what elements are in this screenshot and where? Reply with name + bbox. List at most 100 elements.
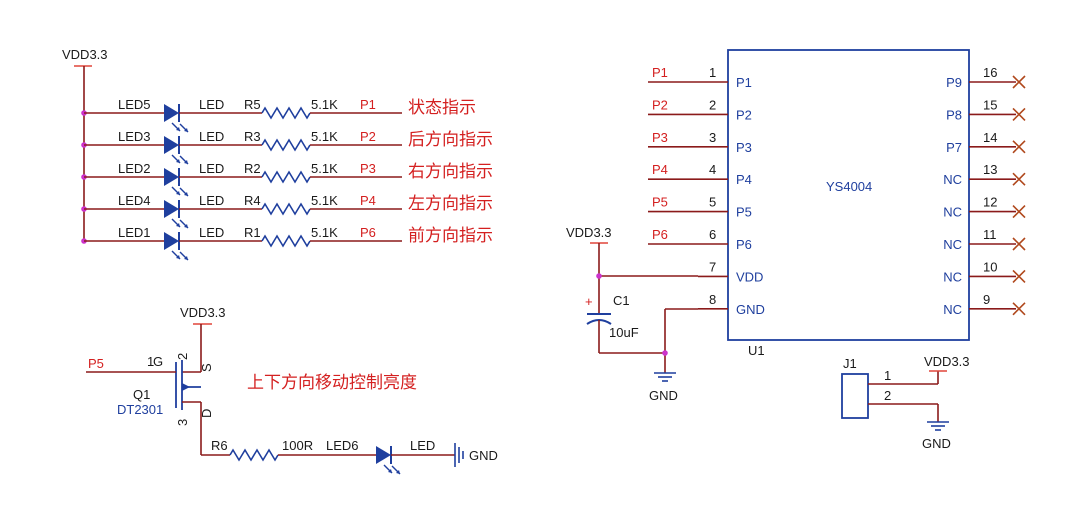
indicator-description: 后方向指示 [408, 130, 493, 150]
resistor-icon [261, 171, 311, 183]
net-label: P1 [360, 97, 376, 112]
led-type: LED [199, 225, 224, 240]
pin-number: 5 [709, 195, 716, 210]
led-icon [163, 167, 189, 197]
pin-number: 16 [983, 65, 997, 80]
led-type: LED [199, 193, 224, 208]
net-label: P1 [652, 65, 668, 80]
pin-label: P9 [946, 75, 962, 90]
source-pin-label: S [199, 363, 214, 372]
r6-ref: R6 [211, 438, 228, 453]
pin-label: NC [943, 205, 962, 220]
pin-label: P2 [736, 107, 752, 122]
pin-number: 9 [983, 292, 990, 307]
mosfet-section: VDD3.3 P5 1 G 2 S 3 D Q1 DT2301 上下方向移动控制… [86, 305, 498, 475]
drain-pin-num: 3 [175, 419, 190, 426]
pin-label: P1 [736, 75, 752, 90]
led-ref: LED2 [118, 161, 151, 176]
resistor-value: 5.1K [311, 161, 338, 176]
pin-number: 10 [983, 259, 997, 274]
gate-net-label: P5 [88, 356, 104, 371]
r6-value: 100R [282, 438, 313, 453]
c1-ref: C1 [613, 293, 630, 308]
net-label: P6 [652, 227, 668, 242]
j1-connector [841, 373, 869, 419]
chip-gnd-icon [653, 372, 677, 382]
resistor-value: 5.1K [311, 129, 338, 144]
led-type: LED [199, 97, 224, 112]
net-label: P2 [652, 97, 668, 112]
led-icon [163, 135, 189, 165]
resistor-icon [261, 235, 311, 247]
led-type: LED [199, 161, 224, 176]
pin-label: VDD [736, 269, 763, 284]
net-label: P4 [360, 193, 376, 208]
r6-resistor-icon [229, 449, 279, 461]
led-ref: LED4 [118, 193, 151, 208]
pin-label: GND [736, 302, 765, 317]
net-label: P3 [652, 130, 668, 145]
ys4004-chip-body [727, 49, 970, 341]
pin-number: 13 [983, 162, 997, 177]
gate-pin-label: G [153, 354, 163, 369]
net-label: P2 [360, 129, 376, 144]
resistor-icon [261, 107, 311, 119]
led-ref: LED1 [118, 225, 151, 240]
led-icon [163, 103, 189, 133]
j1-vdd-label: VDD3.3 [924, 354, 970, 369]
pin-number: 14 [983, 130, 997, 145]
chip-gnd-label: GND [649, 388, 678, 403]
junction-dot [662, 350, 668, 356]
resistor-value: 5.1K [311, 193, 338, 208]
j1-pin1: 1 [884, 368, 891, 383]
c1-value: 10uF [609, 325, 639, 340]
j1-gnd-label: GND [922, 436, 951, 451]
pin-label: NC [943, 172, 962, 187]
resistor-value: 5.1K [311, 97, 338, 112]
pin-label: NC [943, 302, 962, 317]
led-ref: LED5 [118, 97, 151, 112]
pin-number: 4 [709, 162, 716, 177]
led-icon [163, 231, 189, 261]
chip-pin-right: 9NC [943, 292, 1026, 317]
led-ref: LED3 [118, 129, 151, 144]
net-label: P3 [360, 161, 376, 176]
pin-number: 11 [983, 227, 997, 242]
resistor-ref: R2 [244, 161, 261, 176]
indicator-description: 右方向指示 [408, 162, 493, 182]
net-label: P4 [652, 162, 668, 177]
led-row: LED2 LED R2 5.1K P3 右方向指示 [81, 161, 493, 197]
resistor-icon [261, 203, 311, 215]
led-type: LED [199, 129, 224, 144]
pin-label: P7 [946, 140, 962, 155]
pin-label: P8 [946, 107, 962, 122]
pin-label: NC [943, 237, 962, 252]
led-icon [163, 199, 189, 229]
net-label: P6 [360, 225, 376, 240]
junction-dot [596, 273, 602, 279]
pin-number: 1 [709, 65, 716, 80]
pin-label: P3 [736, 140, 752, 155]
gate-pin-num: 1 [147, 354, 154, 369]
pin-label: NC [943, 269, 962, 284]
resistor-ref: R5 [244, 97, 261, 112]
chip-ref: U1 [748, 343, 765, 358]
